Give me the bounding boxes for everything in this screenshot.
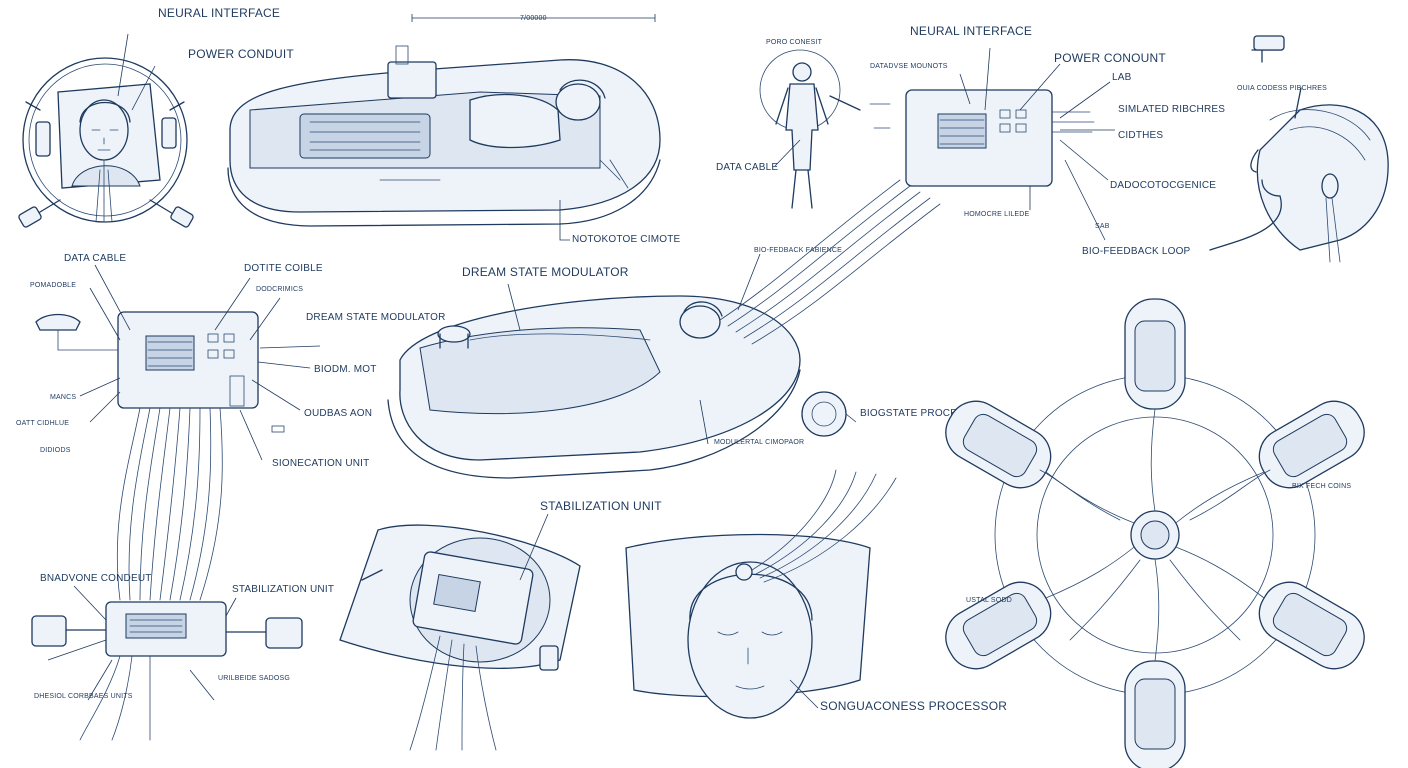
control-panel-top	[905, 47, 1115, 241]
label-bix-fech-coins: BIX FECH COINS	[1292, 483, 1351, 490]
label-uribeide-sadosg: URILBEIDE SADOSG	[218, 675, 290, 682]
label-songuaconess-processor: SONGUACONESS PROCESSOR	[820, 699, 1007, 713]
profile-head	[1209, 35, 1389, 263]
sleeping-face	[625, 469, 897, 719]
human-figure	[759, 49, 891, 209]
label-oatt-cidhlue: OATT CIDHLUE	[16, 420, 69, 427]
label-stabilization-unit-1: STABILIZATION UNIT	[232, 584, 334, 595]
label-bnadvone-condeut: BNADVONE CONDEUT	[40, 573, 152, 584]
label-dadocotocgenice: DADOCOTOCGENICE	[1110, 180, 1216, 191]
label-neural-interface-1: NEURAL INTERFACE	[158, 6, 280, 20]
head-on-pillow-angled	[339, 513, 581, 751]
label-biogstate-proceser: BIOGSTATE PROCESER	[860, 408, 978, 419]
label-dotite-coible: DOTITE COIBLE	[244, 263, 323, 274]
main-pod	[387, 179, 941, 479]
label-dream-state-modulator-2: DREAM STATE MODULATOR	[462, 265, 629, 279]
label-biodm-mot: BIODM. MOT	[314, 364, 377, 375]
pod-side-view	[227, 14, 661, 241]
label-dodcrimics: DODCRIMICS	[256, 286, 303, 293]
circular-head-view	[18, 33, 194, 228]
label-sab: SAB	[1095, 223, 1110, 230]
label-notokotoe-cimote: NOTOKOTOE CIMOTE	[572, 234, 681, 245]
label-neural-interface-2: NEURAL INTERFACE	[910, 24, 1032, 38]
label-mancs: MANCS	[50, 394, 76, 401]
label-ouia-codess-pibchres: OUIA CODESS PIBCHRES	[1237, 85, 1327, 92]
label-homocre-lilede: HOMOCRE LILEDE	[964, 211, 1030, 218]
label-top-dimension: 7/00000	[520, 15, 547, 22]
label-stabilization-unit-2: STABILIZATION UNIT	[540, 499, 662, 513]
label-lab: LAB	[1112, 72, 1132, 83]
label-didiods: DIDIODS	[40, 447, 71, 454]
label-ustal-sodd: USTAL SODD	[966, 597, 1012, 604]
label-sionecation-unit: SIONECATION UNIT	[272, 458, 369, 469]
label-pomadoble: POMADOBLE	[30, 282, 76, 289]
label-power-conduit-1: POWER CONDUIT	[188, 47, 294, 61]
label-poro-conesit: PORO CONESIT	[766, 39, 823, 46]
label-cidthes: CIDTHES	[1118, 130, 1163, 141]
label-bio-feedback-fabience: BIO-FEDBACK FABIENCE	[754, 247, 842, 254]
label-power-conount: POWER CONOUNT	[1054, 51, 1166, 65]
stabilization-assembly	[31, 585, 303, 741]
label-data-cable-2: DATA CABLE	[64, 253, 126, 264]
label-dhesiol-corbbaes-units: DHESIOL CORBBAES UNITS	[34, 693, 133, 700]
radial-pod-array	[945, 298, 1365, 768]
label-bio-feedback-loop: BIO-FEEDBACK LOOP	[1082, 246, 1191, 257]
label-data-cable-1: DATA CABLE	[716, 162, 778, 173]
label-oudbas-aon: OUDBAS AON	[304, 408, 372, 419]
label-modulertal-cimopaor: MODULERTAL CIMOPAOR	[714, 439, 804, 446]
control-module-left	[35, 264, 321, 601]
label-dream-state-modulator-1: DREAM STATE MODULATOR	[306, 312, 446, 323]
label-simulated-ribechres: SIMLATED RIBCHRES	[1118, 104, 1225, 115]
label-datadvse-mounots: DATADVSE MOUNOTS	[870, 63, 948, 70]
